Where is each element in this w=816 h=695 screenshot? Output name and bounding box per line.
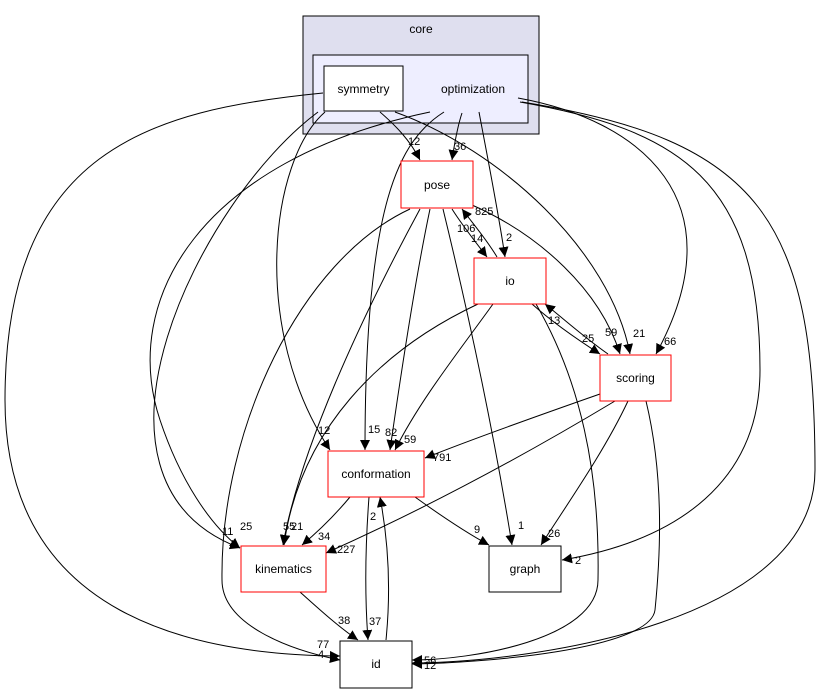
node-id-label: id [371,657,380,671]
node-conformation-box [327,450,425,498]
edge-labels: 12 36 825 106 14 2 13 25 59 21 66 12 15 … [222,136,676,672]
edge-symmetry-scoring [394,111,634,355]
node-symmetry-box [323,65,404,112]
edge-label: 106 [457,223,475,235]
node-scoring[interactable]: scoring [599,354,672,402]
edge-label: 21 [291,521,303,533]
edge-pose-id [221,208,411,663]
node-kinematics[interactable]: kinematics [240,545,327,593]
edge-label: 227 [337,544,355,556]
edge-label: 15 [368,424,380,436]
edge-symmetry-kinematics [153,111,319,550]
node-pose-box [400,160,474,209]
edge-conformation-id [362,496,373,641]
edge-label: 14 [471,233,483,245]
edge-label: 82 [385,427,397,439]
node-graph-label: graph [510,562,541,576]
node-id-box [339,640,413,689]
edge-scoring-kinematics [325,400,616,554]
edge-io-id [411,303,599,665]
edge-label: 791 [433,452,451,464]
node-kinematics-box [240,545,327,593]
edge-label: 55 [283,521,295,533]
edge-io-scoring [531,303,601,355]
edge-optimization-conformation [360,111,445,451]
node-graph-box [488,545,562,593]
edge-label: 21 [633,328,645,340]
edge-label: 4 [318,649,324,661]
edge-label: 77 [317,639,329,651]
edge-label: 34 [318,531,330,543]
edge-scoring-graph [540,400,629,546]
edge-label: 2 [575,555,581,567]
node-graph[interactable]: graph [488,545,562,593]
node-scoring-box [599,354,672,402]
edge-id-conformation [376,496,389,641]
edge-label: 56 [424,655,436,667]
edge-optimization-graph [519,101,761,564]
edge-label: 37 [369,616,381,628]
edge-optimization-io [478,111,509,258]
node-pose[interactable]: pose [400,160,474,209]
edge-io-pose [461,208,498,258]
edge-label: 12 [424,660,436,672]
edge-conformation-graph [414,496,490,546]
cluster-core-label: core [409,22,433,36]
node-symmetry-label: symmetry [338,82,390,96]
node-symmetry[interactable]: symmetry [323,65,404,112]
edges [4,92,816,669]
edge-conformation-kinematics [301,496,351,546]
edge-symmetry-pose [379,111,421,161]
node-io-box [473,257,547,305]
edge-label: 12 [408,136,420,148]
edge-label: 25 [582,333,594,345]
node-io[interactable]: io [473,257,547,305]
node-kinematics-label: kinematics [255,562,312,576]
edge-label: 13 [548,315,560,327]
edge-scoring-id [411,400,661,669]
edge-scoring-io [544,303,609,355]
edge-label: 59 [605,327,617,339]
edge-pose-graph [442,208,516,546]
node-scoring-label: scoring [616,371,655,385]
edge-label: 66 [664,336,676,348]
edge-pose-conformation [386,208,431,451]
edge-kinematics-id [299,591,359,641]
edge-label: 25 [240,521,252,533]
node-io-label: io [505,274,515,288]
node-id[interactable]: id [339,640,413,689]
edge-label: 12 [318,425,330,437]
edge-scoring-conformation [424,393,601,459]
edge-label: 59 [404,434,416,446]
edge-io-conformation [394,303,494,451]
edge-symmetry-id [4,92,341,661]
edge-optimization-pose [448,112,463,161]
cluster-optimization-label: optimization [441,82,505,96]
edge-label: 36 [454,141,466,153]
edge-label: 825 [475,206,493,218]
edge-label: 26 [548,528,560,540]
node-conformation-label: conformation [341,467,410,481]
edge-io-kinematics [280,303,479,546]
edge-label: 2 [370,511,376,523]
edge-pose-scoring [471,204,622,355]
edge-label: 11 [222,526,233,538]
edge-pose-io [451,208,488,258]
edge-symmetry-conformation [276,111,331,451]
edge-label: 1 [518,520,524,532]
edge-label: 9 [474,524,480,536]
node-pose-label: pose [424,178,450,192]
node-conformation[interactable]: conformation [327,450,425,498]
edge-optimization-kinematics [149,111,431,549]
edge-label: 38 [338,615,350,627]
edge-optimization-id [411,101,816,668]
edge-label: 2 [506,232,512,244]
